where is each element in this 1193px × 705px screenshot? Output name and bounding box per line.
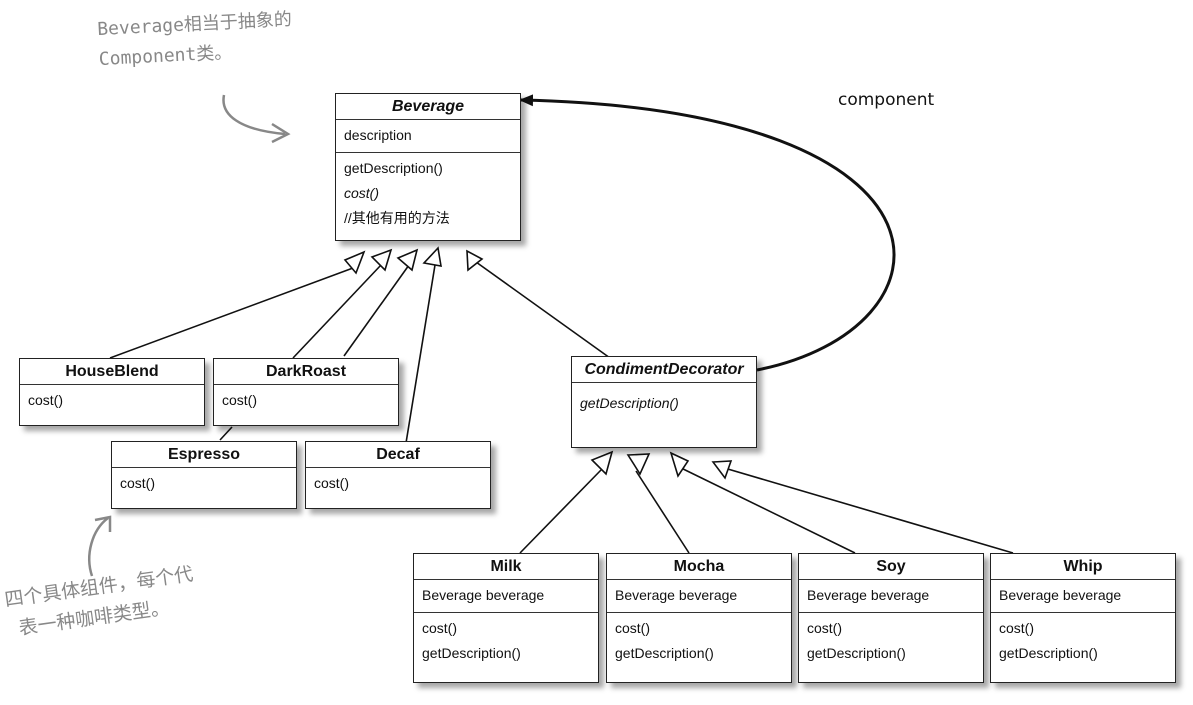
method: //其他有用的方法 [344, 210, 450, 226]
class-name: Decaf [306, 442, 490, 468]
method: getDescription() [807, 645, 906, 661]
fields-section: Beverage beverage [799, 580, 983, 613]
method: cost() [28, 392, 63, 408]
soy-class: Soy Beverage beverage cost() getDescript… [798, 553, 984, 683]
method: cost() [807, 620, 842, 636]
method: getDescription() [422, 645, 521, 661]
component-association-curve [519, 94, 896, 372]
class-name: Milk [414, 554, 598, 580]
mocha-class: Mocha Beverage beverage cost() getDescri… [606, 553, 792, 683]
decaf-class: Decaf cost() [305, 441, 491, 509]
inheritance-arrowheads-beverage [343, 246, 484, 275]
fields-section: Beverage beverage [607, 580, 791, 613]
darkroast-class: DarkRoast cost() [213, 358, 399, 426]
fields-section: Beverage beverage [991, 580, 1175, 613]
method: cost() [615, 620, 650, 636]
class-name: Whip [991, 554, 1175, 580]
methods-section: cost() getDescription() [799, 613, 983, 670]
milk-class: Milk Beverage beverage cost() getDescrip… [413, 553, 599, 683]
class-name: DarkRoast [214, 359, 398, 385]
class-name: Espresso [112, 442, 296, 468]
field: Beverage beverage [999, 587, 1122, 603]
method: cost() [120, 475, 155, 491]
whip-class: Whip Beverage beverage cost() getDescrip… [990, 553, 1176, 683]
method: cost() [999, 620, 1034, 636]
class-name: Soy [799, 554, 983, 580]
methods-section: cost() getDescription() [414, 613, 598, 670]
field: description [344, 127, 412, 143]
method: cost() [314, 475, 349, 491]
bottom-note-arrow [88, 517, 109, 577]
method: cost() [222, 392, 257, 408]
field: Beverage beverage [615, 587, 738, 603]
method: getDescription() [615, 645, 714, 661]
top-note-arrowhead [271, 122, 291, 144]
beverage-component-note: Beverage相当于抽象的 Component类。 [97, 5, 295, 75]
class-name: Mocha [607, 554, 791, 580]
class-name: CondimentDecorator [572, 357, 756, 383]
methods-section: cost() getDescription() [991, 613, 1175, 670]
inheritance-lines-condiment [519, 465, 1014, 554]
methods-section: cost() [112, 468, 296, 500]
houseblend-class: HouseBlend cost() [19, 358, 205, 426]
top-note-arrow [222, 94, 286, 136]
method: cost() [422, 620, 457, 636]
methods-section: cost() [214, 385, 398, 417]
methods-section: cost() [306, 468, 490, 500]
beverage-class: Beverage description getDescription() co… [335, 93, 521, 241]
fields-section: description [336, 120, 520, 153]
method: getDescription() [999, 645, 1098, 661]
field: Beverage beverage [807, 587, 930, 603]
methods-section: getDescription() [572, 383, 756, 420]
component-association-label: component [838, 90, 935, 110]
class-name: HouseBlend [20, 359, 204, 385]
method: getDescription() [580, 395, 679, 411]
field: Beverage beverage [422, 587, 545, 603]
methods-section: cost() [20, 385, 204, 417]
bottom-note-arrowhead [94, 515, 112, 532]
method: cost() [344, 185, 379, 201]
fields-section: Beverage beverage [414, 580, 598, 613]
inheritance-arrowheads-condiment [590, 450, 733, 480]
methods-section: cost() getDescription() [607, 613, 791, 670]
methods-section: getDescription() cost() //其他有用的方法 [336, 153, 520, 235]
method: getDescription() [344, 160, 443, 176]
condiment-decorator-class: CondimentDecorator getDescription() [571, 356, 757, 448]
inheritance-lines-beverage [109, 261, 611, 444]
class-name: Beverage [336, 94, 520, 120]
espresso-class: Espresso cost() [111, 441, 297, 509]
